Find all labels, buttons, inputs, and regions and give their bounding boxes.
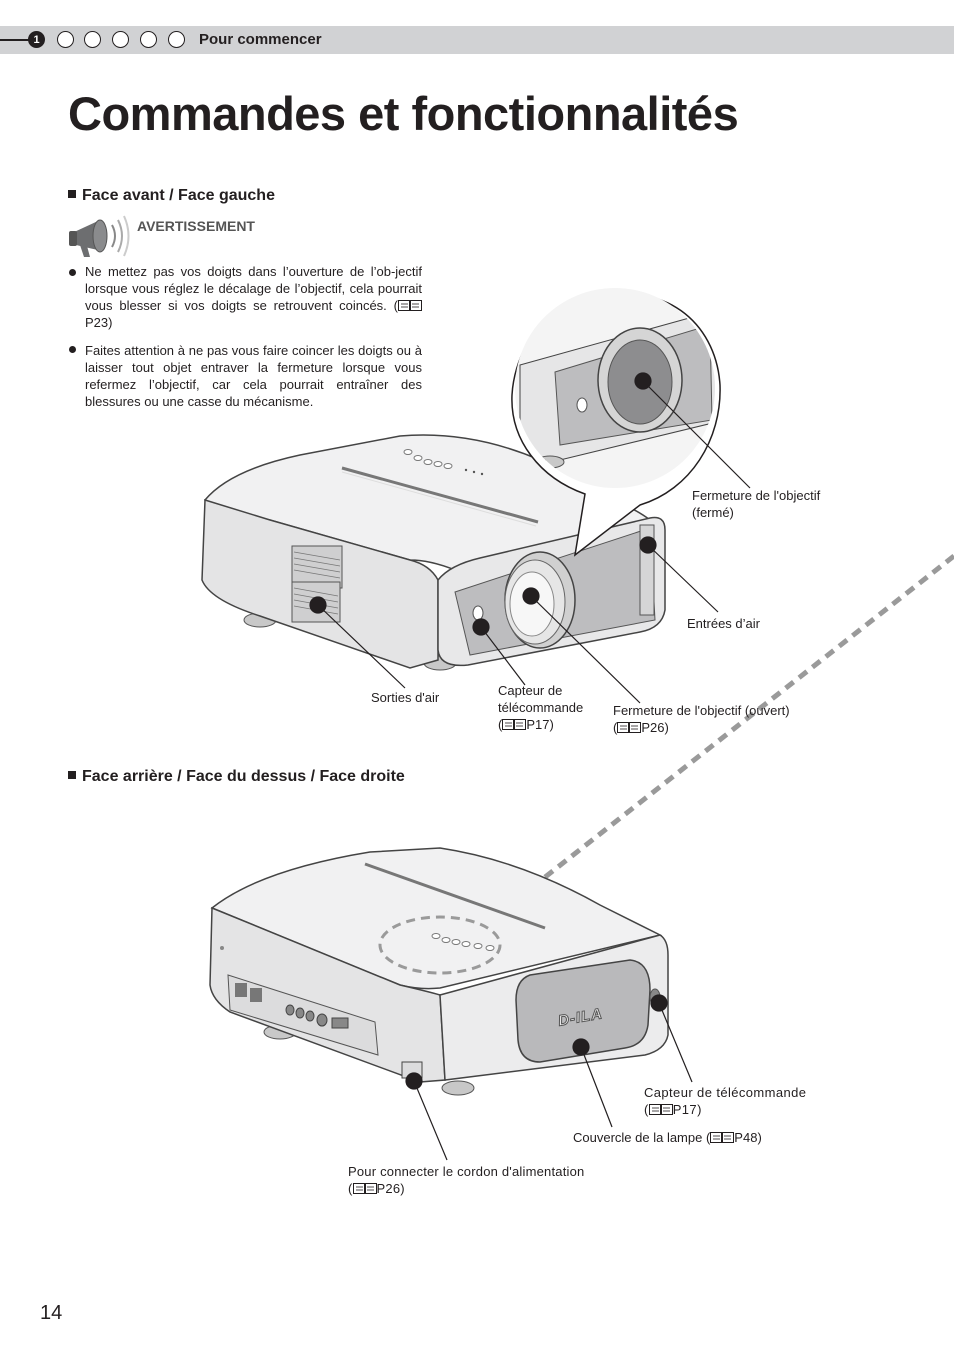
callout-lamp-ref: P48 — [734, 1130, 758, 1145]
manual-book-icon — [617, 722, 642, 733]
callout-lens-closed-line1: Fermeture de l'objectif — [692, 488, 821, 503]
front-section-heading: Face avant / Face gauche — [68, 187, 275, 205]
rear-section-heading: Face arrière / Face du dessus / Face dro… — [68, 768, 405, 786]
manual-book-icon — [398, 300, 422, 311]
square-bullet-icon — [68, 190, 76, 198]
callout-power-text: Pour connecter le cordon d'alimentation — [348, 1164, 585, 1179]
chapter-dot-active: 1 — [28, 31, 45, 48]
manual-book-icon — [502, 719, 527, 730]
warning-text: Ne mettez pas vos doigts dans l’ouvertur… — [85, 264, 422, 313]
callout-remote-rear-ref: P17 — [672, 1102, 698, 1117]
callout-remote-ref: P17 — [526, 717, 550, 732]
chapter-dot — [140, 31, 157, 48]
warning-tail: ) — [108, 315, 113, 330]
callout-lamp-cover: Couvercle de la lampe (P48) — [573, 1130, 762, 1145]
header-line — [0, 39, 32, 41]
chapter-number: 1 — [33, 34, 40, 46]
callout-remote-rear-text: Capteur de télécommande — [644, 1085, 807, 1100]
callout-power-ref: P26 — [376, 1181, 401, 1196]
manual-book-icon — [648, 1104, 673, 1115]
callout-lens-closed: Fermeture de l'objectif (fermé) — [692, 487, 820, 521]
bullet-dot — [69, 269, 76, 276]
callout-power-cord: Pour connecter le cordon d'alimentation … — [348, 1163, 584, 1197]
callout-remote-sensor-front: Capteur de télécommande (P17) — [498, 682, 583, 733]
warning-item: Faites attention à ne pas vous faire coi… — [85, 342, 422, 410]
dashed-pointer-line — [468, 554, 954, 938]
callout-lens-open-line1: Fermeture de l'objectif (ouvert) — [613, 703, 790, 718]
header-band — [0, 26, 954, 54]
manual-book-icon — [710, 1132, 735, 1143]
chapter-dot — [112, 31, 129, 48]
front-heading-text: Face avant / Face gauche — [82, 187, 275, 204]
bullet-dot — [69, 346, 76, 353]
callout-lens-closed-line2: (fermé) — [692, 505, 734, 520]
square-bullet-icon — [68, 771, 76, 779]
lens-zoom-detail — [511, 288, 721, 557]
header-section-label: Pour commencer — [199, 31, 322, 48]
page-title: Commandes et fonctionnalités — [68, 87, 739, 140]
callout-power-ref-line: (P26) — [348, 1181, 405, 1196]
chapter-dot — [57, 31, 74, 48]
callout-lens-open-ref-line: (P26) — [613, 720, 669, 735]
callout-remote-sensor-rear: Capteur de télécommande (P17) — [644, 1084, 806, 1118]
warning-label: AVERTISSEMENT — [137, 218, 255, 234]
warning-ref: P23 — [85, 315, 109, 330]
callout-remote-line1: Capteur de — [498, 683, 563, 698]
warning-item: Ne mettez pas vos doigts dans l’ouvertur… — [85, 263, 422, 331]
callout-remote-ref-line: (P17) — [498, 717, 554, 732]
rear-projector — [209, 847, 669, 1096]
callout-air-outlets: Sorties d'air — [371, 690, 440, 705]
callout-remote-line2: télécommande — [498, 700, 584, 715]
manual-book-icon — [352, 1183, 377, 1194]
callout-lens-open-ref: P26 — [641, 720, 665, 735]
rear-heading-text: Face arrière / Face du dessus / Face dro… — [82, 768, 405, 785]
callout-lens-open: Fermeture de l'objectif (ouvert) (P26) — [613, 702, 790, 736]
chapter-dot — [168, 31, 185, 48]
page-number: 14 — [40, 1302, 63, 1324]
chapter-dot — [84, 31, 101, 48]
callout-remote-rear-ref-line: (P17) — [644, 1102, 702, 1117]
callout-air-inlets: Entrées d’air — [687, 616, 760, 631]
megaphone-warning-icon — [69, 215, 130, 257]
callout-lamp-text: Couvercle de la lampe ( — [573, 1130, 711, 1145]
warning-text: Faites attention à ne pas vous faire coi… — [85, 343, 422, 409]
